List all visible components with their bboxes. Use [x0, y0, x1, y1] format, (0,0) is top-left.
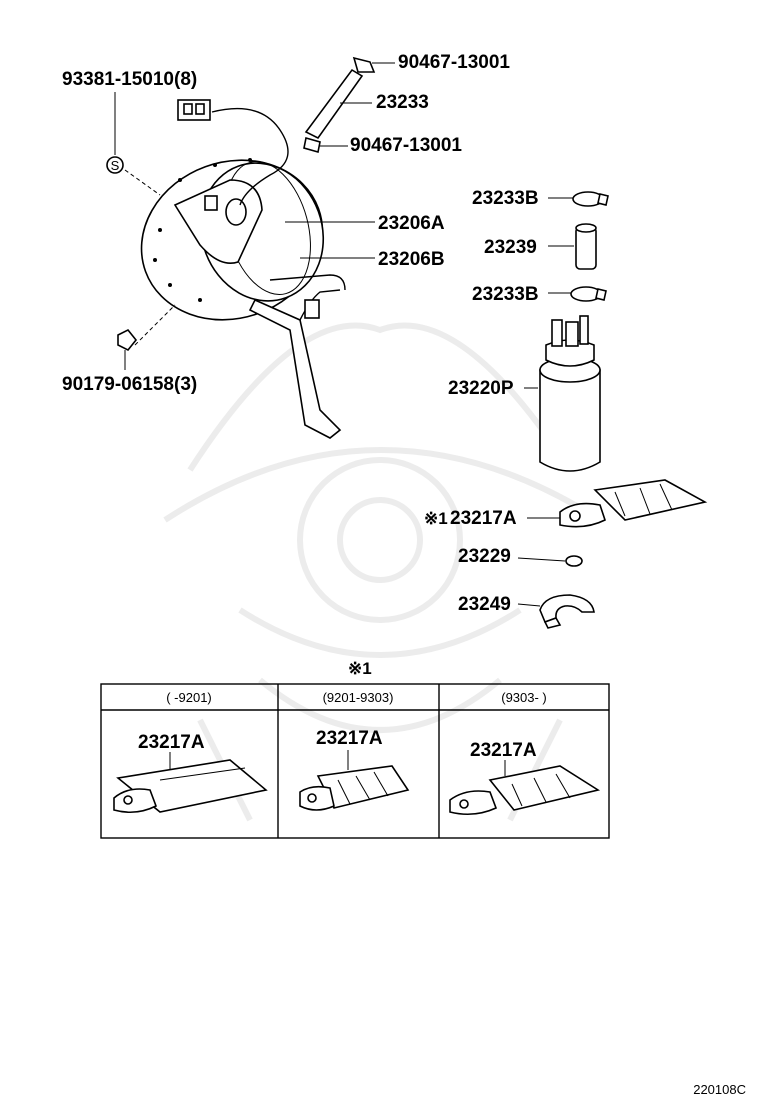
- cushion-23249: [517, 594, 595, 629]
- catalog-code: 220108C: [693, 1082, 746, 1097]
- table-part-3: 23217A: [470, 740, 537, 761]
- part-23229: [517, 555, 583, 567]
- table-part-1: 23217A: [138, 732, 205, 753]
- label-23233B-top: 23233B: [472, 188, 539, 209]
- clamp-23233B-top: [548, 191, 609, 207]
- label-23220P: 23220P: [448, 378, 514, 399]
- label-93381: 93381-15010(8): [62, 69, 197, 90]
- label-23206B: 23206B: [378, 249, 445, 270]
- label-23233B-bottom: 23233B: [472, 284, 539, 305]
- label-note-mark: ※1: [424, 509, 448, 528]
- filter-variant-table: ※1 ( -9201) (9201-9303) (9303- ) 23217A …: [100, 659, 610, 839]
- clamp-23233B-bottom: [548, 286, 607, 302]
- label-23249: 23249: [458, 594, 511, 615]
- nut-90179: [117, 304, 176, 370]
- label-23206A: 23206A: [378, 213, 445, 234]
- label-23217A: 23217A: [450, 508, 517, 529]
- table-part-2: 23217A: [316, 728, 383, 749]
- table-header-1: ( -9201): [166, 690, 212, 705]
- label-23233: 23233: [376, 92, 429, 113]
- table-header-3: (9303- ): [501, 690, 547, 705]
- fuel-pump-23220P: [524, 315, 601, 472]
- label-90179: 90179-06158(3): [62, 374, 197, 395]
- hose-23239: [548, 223, 597, 270]
- label-23239: 23239: [484, 237, 537, 258]
- label-90467-top: 90467-13001: [398, 52, 510, 73]
- filter-variant-3-drawing: [449, 760, 601, 816]
- fuel-hose-23233: [303, 56, 395, 154]
- table-title: ※1: [348, 659, 372, 678]
- label-23229: 23229: [458, 546, 511, 567]
- label-90467-bottom: 90467-13001: [350, 135, 462, 156]
- table-header-2: (9201-9303): [323, 690, 394, 705]
- fuel-filter-23217A: [527, 479, 708, 528]
- filter-variant-1-drawing: [113, 752, 268, 814]
- screw-93381: S: [106, 92, 161, 196]
- filter-variant-2-drawing: [299, 750, 410, 811]
- s-symbol: S: [111, 158, 120, 173]
- fuel-pump-bracket-assembly: [140, 99, 346, 439]
